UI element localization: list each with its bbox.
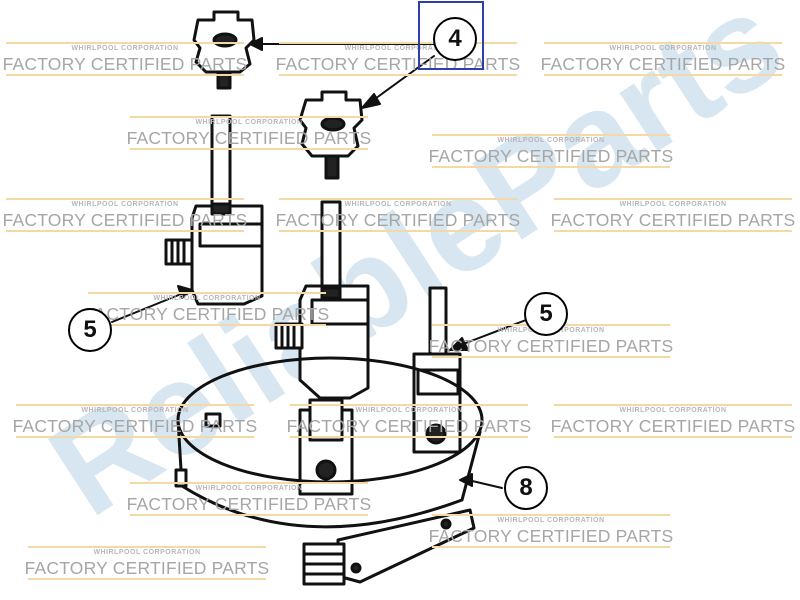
switch-left bbox=[164, 114, 264, 306]
callout-5-left[interactable]: 5 bbox=[68, 308, 112, 352]
leader-lines bbox=[111, 37, 527, 489]
switch-center bbox=[274, 200, 370, 496]
callout-8[interactable]: 8 bbox=[504, 466, 548, 510]
knob-top-left bbox=[192, 10, 256, 90]
knob-top-right bbox=[298, 90, 364, 180]
callout-5-right[interactable]: 5 bbox=[524, 292, 568, 336]
callout-4[interactable]: 4 bbox=[433, 17, 477, 61]
callout-4-highlight-box bbox=[418, 1, 484, 70]
base-housing bbox=[174, 356, 484, 586]
